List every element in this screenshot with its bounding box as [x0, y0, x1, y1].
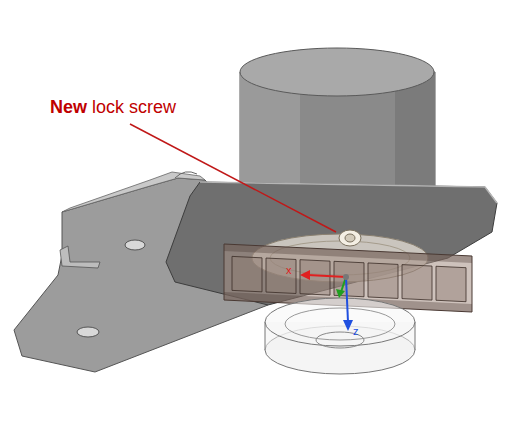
film-frame: [436, 266, 466, 301]
motor-cylinder: [240, 48, 435, 192]
axis-label: z: [353, 325, 359, 337]
film-frame: [232, 256, 262, 291]
film-frame: [402, 265, 432, 300]
film-frame: [266, 258, 296, 293]
film-frame: [300, 260, 330, 295]
axis-triad: [300, 270, 353, 331]
film-frame: [368, 263, 398, 298]
axis-label: x: [286, 264, 292, 276]
film-frames: [232, 256, 466, 301]
callout-keyword: New: [50, 98, 87, 118]
callout-text: lock screw: [92, 98, 176, 118]
leader-line: [130, 124, 336, 232]
lens-housing: [265, 298, 415, 374]
